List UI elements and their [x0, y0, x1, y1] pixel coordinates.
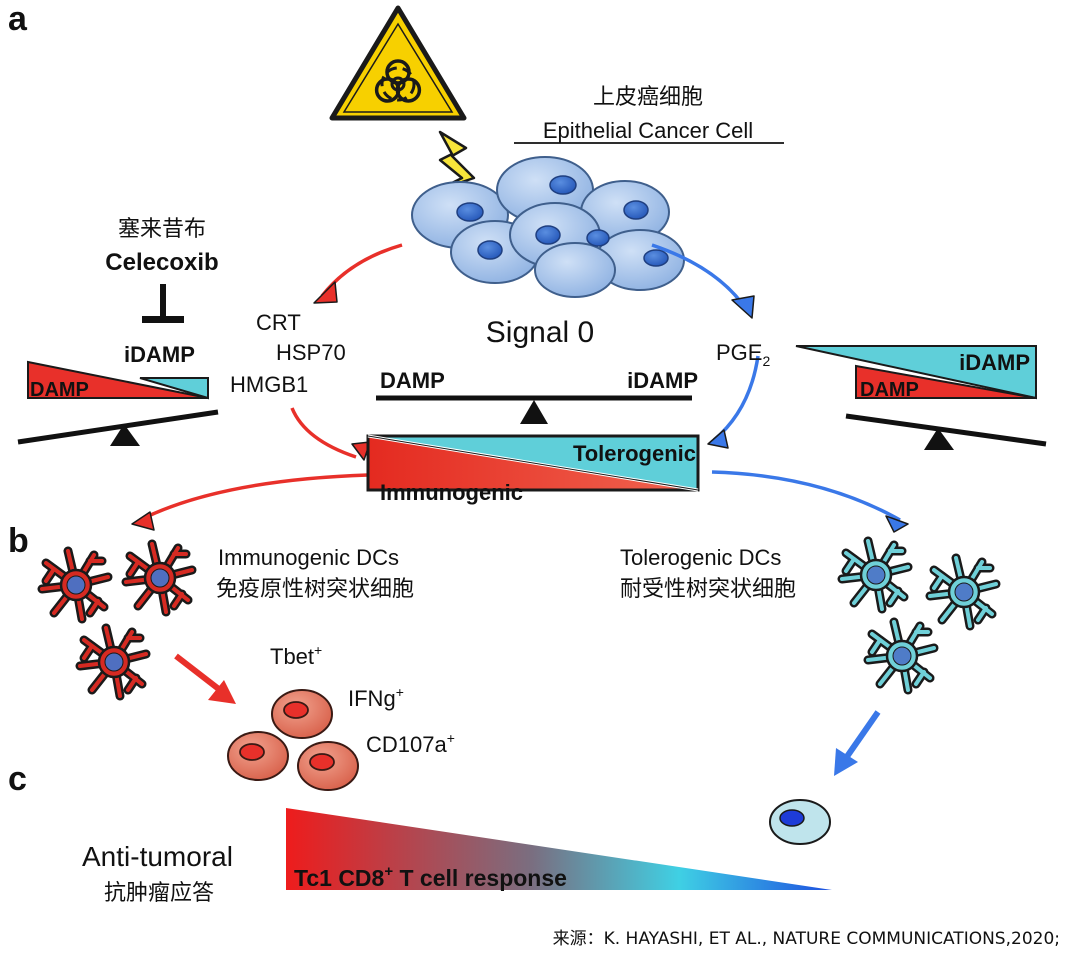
center-damp-label: DAMP [380, 368, 445, 393]
pge2-label: PGE2 [716, 340, 770, 369]
blue-straight-arrow [834, 710, 881, 776]
tolerogenic-label: Tolerogenic [573, 441, 696, 466]
tolerogenic-dc-2 [930, 558, 996, 626]
response-bar-label: Tc1 CD8+ T cell response [294, 863, 567, 891]
right-seesaw-fulcrum [924, 428, 954, 450]
response-gradient-wedge [286, 808, 832, 890]
immunogenic-dc-3 [80, 628, 146, 696]
arrows [139, 243, 901, 522]
left-seesaw-beam [17, 409, 219, 445]
center-seesaw-fulcrum [520, 400, 548, 424]
panel-label-a: a [8, 0, 28, 38]
immunogenic-dc-1 [42, 551, 108, 619]
cancer-cell-label-en: Epithelial Cancer Cell [543, 118, 753, 143]
left-idamp-label: iDAMP [124, 342, 195, 367]
anti-tumoral-label-cn: 抗肿瘤应答 [104, 880, 214, 905]
anti-tumoral-label-en: Anti-tumoral [82, 841, 233, 872]
marker-crt: CRT [256, 310, 301, 335]
immunogenic-label: Immunogenic [380, 480, 523, 505]
tolerogenic-dc-3 [868, 622, 934, 690]
naive-t-cell [769, 799, 831, 845]
immunogenic-dcs-label-cn: 免疫原性树突状细胞 [216, 576, 414, 601]
immuno-tolero-box [366, 434, 700, 492]
right-idamp-label: iDAMP [959, 350, 1030, 375]
tbet-label: Tbet+ [270, 642, 322, 669]
right-damp-label: DAMP [860, 379, 919, 401]
tolerogenic-dc-1 [842, 541, 908, 609]
arrow-heads [131, 281, 909, 533]
panel-label-c: c [8, 760, 27, 798]
right-balance-wedges [795, 345, 1037, 400]
center-idamp-label: iDAMP [627, 368, 698, 393]
inhibition-icon [142, 284, 184, 323]
t-cell-cluster [227, 689, 359, 791]
marker-hsp70: HSP70 [276, 340, 346, 365]
cd107a-label: CD107a+ [366, 730, 455, 757]
celecoxib-label-en: Celecoxib [105, 249, 218, 276]
panel-label-b: b [8, 522, 29, 560]
cancer-cell-label-cn: 上皮癌细胞 [593, 84, 703, 109]
immunogenic-dcs-label-en: Immunogenic DCs [218, 545, 399, 570]
source-citation: 来源：K. HAYASHI, ET AL., NATURE COMMUNICAT… [553, 929, 1060, 949]
ifng-label: IFNg+ [348, 684, 404, 711]
left-seesaw-fulcrum [110, 424, 140, 446]
cancer-cell-cluster [411, 156, 685, 298]
tolerogenic-dcs-label-cn: 耐受性树突状细胞 [620, 576, 796, 601]
marker-hmgb1: HMGB1 [230, 372, 308, 397]
immunogenic-dc-2 [126, 544, 192, 612]
biohazard-icon [329, 5, 467, 121]
celecoxib-label-cn: 塞来昔布 [118, 216, 206, 241]
tolerogenic-dcs-label-en: Tolerogenic DCs [620, 545, 781, 570]
left-damp-label: DAMP [30, 379, 89, 401]
right-seesaw-beam [845, 413, 1047, 447]
signal-0-label: Signal 0 [486, 316, 594, 349]
left-balance-wedges [27, 360, 209, 400]
red-straight-arrow [174, 653, 236, 704]
